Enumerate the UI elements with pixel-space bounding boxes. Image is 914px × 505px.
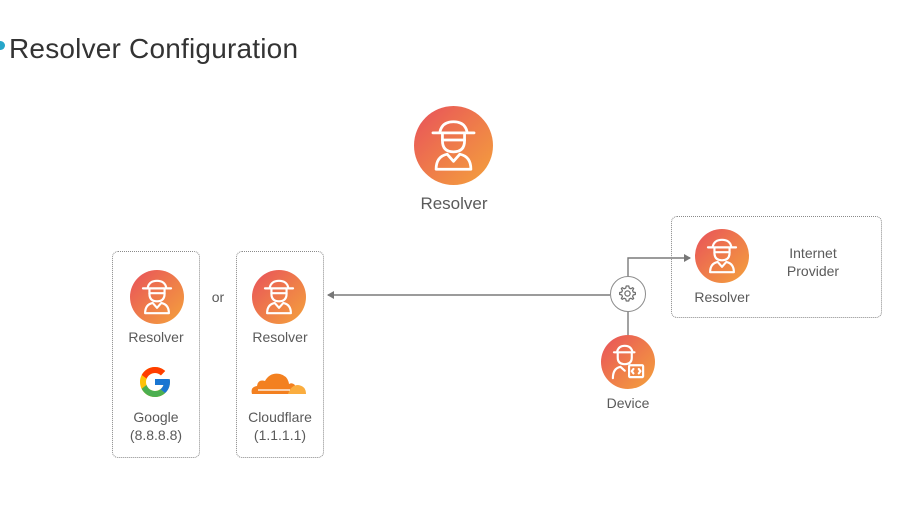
google-resolver-label: Resolver	[128, 329, 184, 345]
gear-icon	[619, 285, 636, 302]
spy-icon	[431, 120, 476, 171]
config-node	[610, 276, 646, 312]
cloudflare-address: (1.1.1.1)	[253, 427, 307, 443]
google-address: (8.8.8.8)	[129, 427, 183, 443]
isp-resolver-box	[671, 216, 882, 318]
google-resolver-avatar	[130, 270, 184, 324]
developer-icon	[611, 344, 645, 380]
arrow-to-isp	[627, 254, 691, 276]
isp-resolver-avatar	[695, 229, 749, 283]
main-resolver-avatar	[414, 106, 493, 185]
spy-icon	[706, 238, 738, 274]
spy-icon	[141, 279, 173, 315]
device-label: Device	[606, 395, 650, 411]
cloudflare-resolver-label: Resolver	[252, 329, 308, 345]
or-separator: or	[211, 289, 225, 305]
isp-provider-line2: Provider	[786, 263, 840, 279]
google-logo	[140, 367, 170, 397]
cloudflare-resolver-avatar	[252, 270, 306, 324]
device-avatar	[601, 335, 655, 389]
google-resolver-box	[112, 251, 200, 458]
isp-provider-line1: Internet	[789, 245, 837, 261]
cloudflare-name: Cloudflare	[248, 409, 312, 425]
cloudflare-resolver-box	[236, 251, 324, 458]
cloudflare-logo	[251, 373, 306, 394]
main-resolver-label: Resolver	[420, 194, 488, 213]
isp-resolver-label: Resolver	[694, 289, 750, 305]
title-bullet	[0, 41, 5, 50]
google-name: Google	[133, 409, 179, 425]
slide-title: Resolver Configuration	[9, 33, 299, 64]
spy-icon	[263, 279, 295, 315]
